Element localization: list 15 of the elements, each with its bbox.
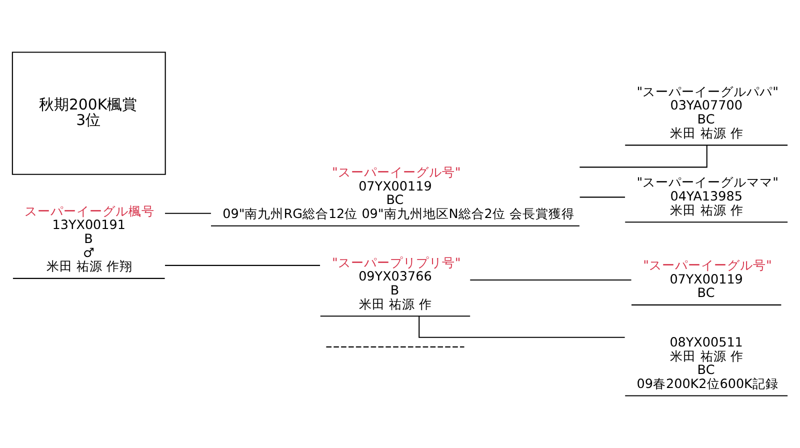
connector xyxy=(470,279,632,281)
node-bar xyxy=(326,346,464,348)
node-text: "スーパープリプリ号" 09YX03766 B 米田 祐源 作 xyxy=(332,256,461,312)
connector xyxy=(165,212,211,214)
node-text: "スーパーイーグル号" 07YX00119 BC xyxy=(643,258,772,302)
node-box: 秋期200K楓賞 3位 xyxy=(12,52,166,175)
connector xyxy=(580,196,625,198)
node-text: "スーパーイーグルパパ" 03YA07700 BC 米田 祐源 作 xyxy=(636,84,779,142)
connector xyxy=(580,145,708,168)
connector xyxy=(165,264,320,266)
connector xyxy=(418,316,625,338)
node-text: 08YX00511 米田 祐源 作 BC 09春200K2位600K記録 xyxy=(636,335,778,392)
node-text: スーパーイーグル楓号 13YX00191 B ♂ 米田 祐源 作翔 xyxy=(24,204,155,275)
node-text: "スーパーイーグルママ" 04YA13985 米田 祐源 作 xyxy=(636,176,779,218)
node-text: "スーパーイーグル号" 07YX00119 BC 09"南九州RG総合12位 09"南九州地区N総合2位 会長賞獲得 xyxy=(222,166,574,222)
